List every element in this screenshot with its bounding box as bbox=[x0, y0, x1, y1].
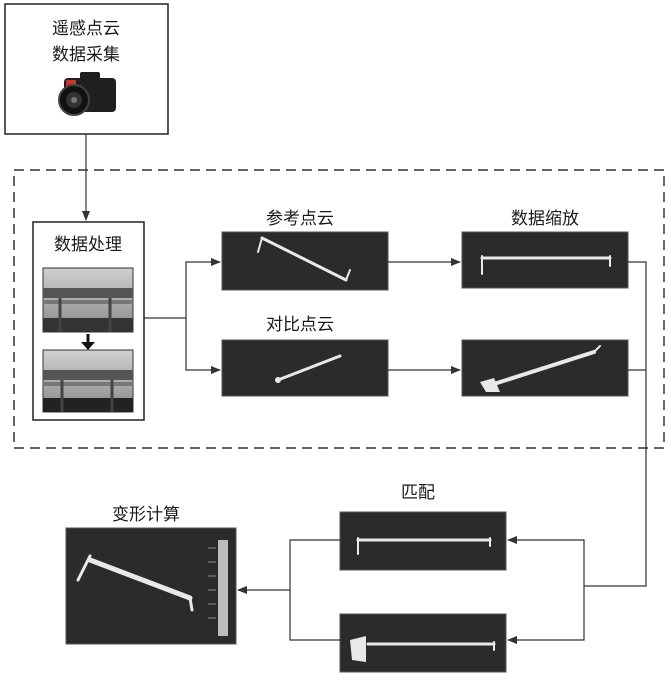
acquisition-node: 遥感点云 数据采集 bbox=[4, 3, 169, 135]
scaling-node: 数据缩放 bbox=[461, 209, 629, 289]
connector-scaling-down bbox=[584, 261, 647, 587]
arrow-to-matching-top bbox=[507, 536, 585, 586]
color-scale-bar bbox=[218, 540, 228, 636]
matching-panel-top bbox=[339, 511, 507, 571]
reference-cloud-label: 参考点云 bbox=[266, 209, 334, 229]
deformation-node bbox=[65, 527, 237, 645]
matching-panel-bottom bbox=[339, 613, 507, 673]
processing-group-border bbox=[13, 169, 665, 449]
matching-label: 匹配 bbox=[401, 483, 435, 503]
processed-photo-icon bbox=[42, 349, 134, 413]
acquisition-label-line2: 数据采集 bbox=[52, 45, 120, 65]
bridge-photo-icon bbox=[42, 267, 134, 333]
acquisition-label-line1: 遥感点云 bbox=[52, 19, 120, 39]
arrow-to-matching-bottom bbox=[507, 586, 585, 644]
deformation-label: 变形计算 bbox=[112, 505, 180, 525]
processing-label: 数据处理 bbox=[54, 235, 122, 255]
scaled-comparison-node bbox=[461, 339, 629, 397]
camera-icon bbox=[58, 72, 116, 116]
comparison-cloud-node: 对比点云 bbox=[221, 315, 389, 397]
arrow-to-reference bbox=[144, 258, 221, 319]
arrow-to-comparison bbox=[185, 318, 221, 374]
reference-cloud-node: 参考点云 bbox=[221, 209, 389, 291]
scaling-label: 数据缩放 bbox=[511, 209, 579, 229]
process-down-arrow-icon bbox=[81, 334, 95, 350]
comparison-cloud-label: 对比点云 bbox=[266, 315, 334, 335]
connector-matching-left bbox=[289, 539, 340, 641]
processing-node: 数据处理 bbox=[32, 221, 145, 421]
